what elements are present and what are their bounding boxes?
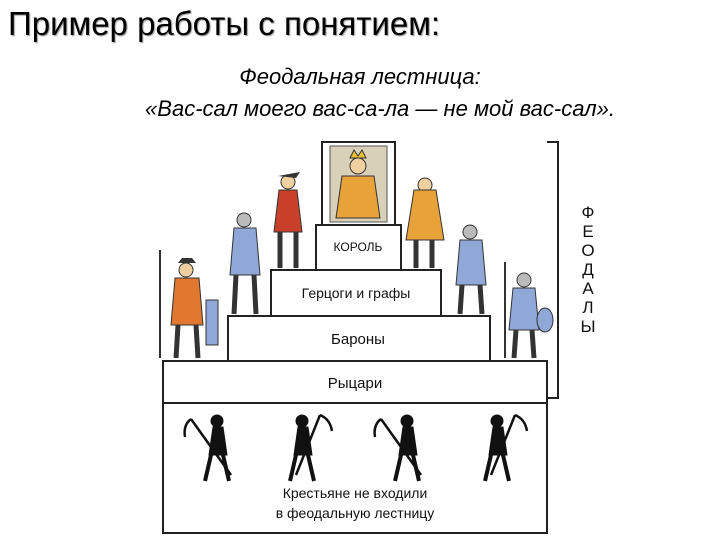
feudals-letter: Ы bbox=[580, 317, 595, 336]
level-king bbox=[315, 224, 402, 271]
slide-title: Пример работы с понятием: bbox=[8, 5, 441, 42]
level-barons-label: Бароны bbox=[331, 331, 385, 348]
feudals-letter: Л bbox=[582, 298, 593, 317]
feudals-letter: А bbox=[582, 279, 594, 298]
peasant-figure bbox=[483, 413, 529, 482]
peasant-figure bbox=[183, 414, 233, 482]
baron-figure-left bbox=[229, 212, 261, 315]
peasant-figure bbox=[288, 413, 334, 482]
level-dukes bbox=[270, 269, 442, 317]
feudals-letter: О bbox=[581, 241, 594, 260]
knight-figure-left bbox=[159, 250, 219, 359]
level-king-label: КОРОЛЬ bbox=[334, 240, 383, 254]
vassal-quote: «Вас-сал моего вас-са-ла — не мой вас-са… bbox=[145, 96, 615, 121]
duke-figure-right bbox=[405, 177, 445, 268]
peasants-caption-2: в феодальную лестницу bbox=[276, 505, 435, 521]
peasant-figure bbox=[373, 414, 423, 482]
king-figure bbox=[321, 141, 396, 226]
feudals-vertical-label: Ф Е О Д А Л Ы bbox=[580, 203, 595, 336]
baron-figure-right bbox=[455, 224, 487, 315]
level-knights-label: Рыцари bbox=[328, 375, 382, 392]
feudals-letter: Д bbox=[582, 260, 594, 279]
level-knights bbox=[162, 360, 548, 404]
level-dukes-label: Герцоги и графы bbox=[302, 285, 411, 301]
ladder-heading: Феодальная лестница: bbox=[239, 64, 481, 89]
feudals-letter: Е bbox=[582, 222, 593, 241]
peasant-figures bbox=[183, 413, 529, 482]
duke-figure-left bbox=[273, 172, 303, 268]
feudals-letter: Ф bbox=[582, 203, 595, 222]
knight-figure-right bbox=[504, 262, 554, 359]
peasants-caption-1: Крестьяне не входили bbox=[283, 485, 428, 501]
feudals-bracket bbox=[547, 141, 559, 399]
